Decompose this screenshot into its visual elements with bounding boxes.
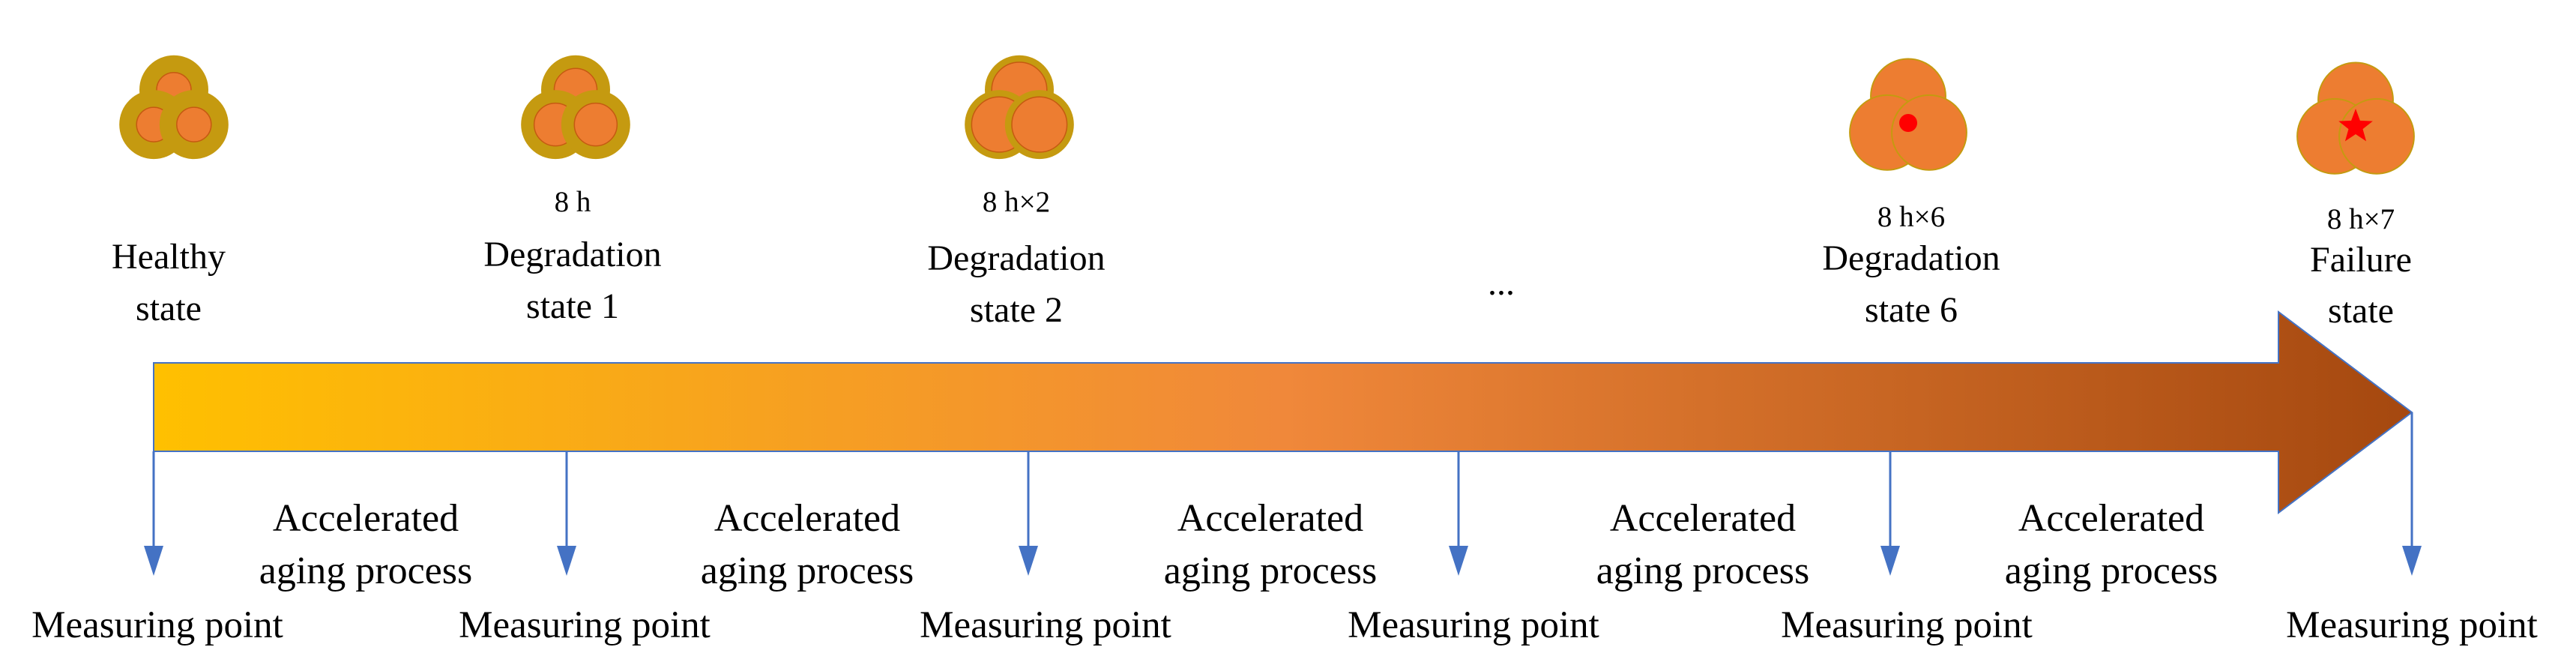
state-label: state 6	[1865, 290, 1958, 330]
aging-process-label: aging process	[701, 550, 914, 592]
cable-cross-section	[965, 55, 1074, 160]
state-label: Degradation	[927, 238, 1105, 278]
marker-arrowhead	[1449, 546, 1468, 576]
aging-process-label: aging process	[1596, 550, 1809, 592]
conductor-core	[176, 106, 212, 142]
aging-process-label: aging process	[2005, 550, 2218, 592]
measuring-point-label: Measuring point	[31, 604, 283, 646]
state-label: state 1	[526, 286, 619, 326]
marker-arrowhead	[144, 546, 163, 576]
measuring-point-label: Measuring point	[459, 604, 711, 646]
ellipsis: ...	[1488, 263, 1515, 303]
state-label: Degradation	[1822, 238, 2000, 278]
aging-process-labels: Accelerated aging process Accelerated aging…	[259, 497, 2218, 592]
cable-cross-section	[521, 55, 630, 160]
state-duration: 8 h×6	[1877, 201, 1945, 233]
aging-process-label: Accelerated	[1177, 497, 1363, 540]
fault-star-icon	[2338, 109, 2373, 142]
state-labels: Healthy state 8 h Degradation state 1 8 h×2De…	[112, 186, 2412, 331]
state-label: state	[2328, 291, 2394, 331]
measuring-marker	[1019, 451, 1038, 576]
measuring-marker	[1880, 451, 1900, 576]
aging-process-label: Accelerated	[714, 497, 900, 540]
state-duration: 8 h×2	[983, 186, 1050, 218]
aging-process-label: Accelerated	[273, 497, 459, 540]
cable-cross-section	[1849, 58, 1967, 171]
fault-dot	[1899, 114, 1917, 132]
measuring-point-labels: Measuring point Measuring point Measuring …	[31, 604, 2538, 646]
marker-arrowhead	[1019, 546, 1038, 576]
marker-arrowhead	[2402, 546, 2422, 576]
measuring-markers	[144, 412, 2422, 576]
state-label: Healthy	[112, 237, 226, 277]
state-duration: 8 h	[555, 186, 591, 218]
measuring-marker	[144, 451, 163, 576]
measuring-point-label: Measuring point	[1781, 604, 2033, 646]
aging-process-label: Accelerated	[1610, 497, 1796, 540]
conductor-core	[573, 102, 618, 147]
aging-process-label: aging process	[259, 550, 472, 592]
marker-arrowhead	[1880, 546, 1900, 576]
state-duration: 8 h×7	[2327, 203, 2395, 235]
cable-icons	[119, 55, 2415, 175]
cable-cross-section	[2296, 61, 2415, 175]
state-label: Degradation	[483, 235, 661, 274]
marker-arrowhead	[557, 546, 576, 576]
measuring-point-label: Measuring point	[2286, 604, 2538, 646]
conductor-core	[1011, 96, 1068, 153]
measuring-point-label: Measuring point	[920, 604, 1171, 646]
progression-arrow	[153, 310, 2413, 515]
measuring-marker	[2402, 412, 2422, 576]
measuring-point-label: Measuring point	[1348, 604, 1599, 646]
aging-process-label: Accelerated	[2018, 497, 2204, 540]
conductor-core	[1891, 94, 1967, 171]
state-label: Failure	[2310, 240, 2412, 280]
state-label: state 2	[970, 290, 1063, 330]
aging-process-label: aging process	[1164, 550, 1377, 592]
measuring-marker	[1449, 451, 1468, 576]
cable-cross-section	[119, 55, 229, 160]
state-label: state	[136, 289, 202, 328]
measuring-marker	[557, 451, 576, 576]
